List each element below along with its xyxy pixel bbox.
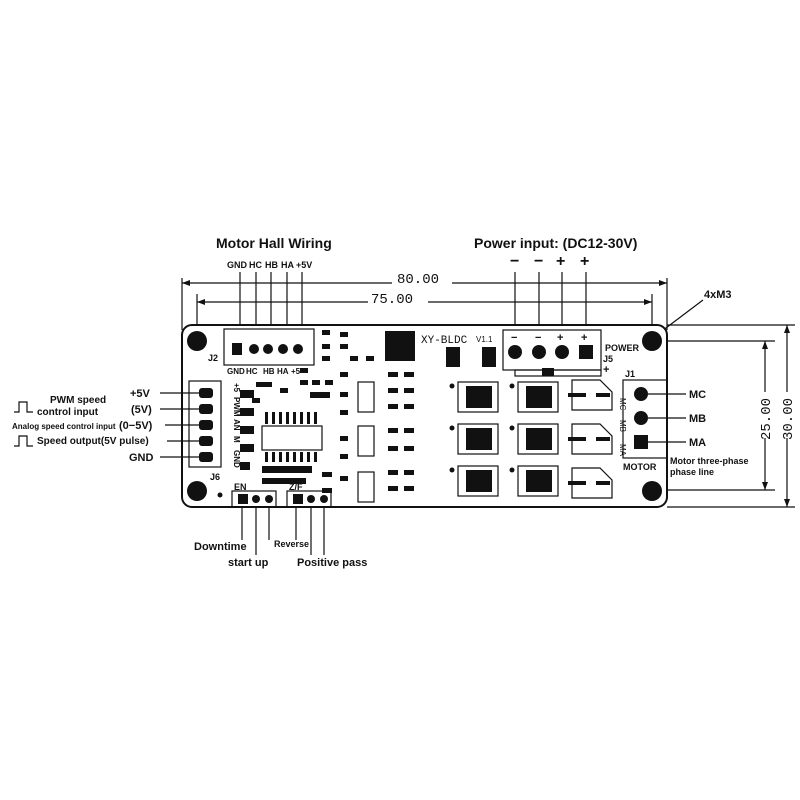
- power-pin-labels: − − + +: [510, 253, 589, 270]
- control-pin-pwm: (5V): [131, 404, 152, 416]
- hall-board-gnd: GND: [227, 367, 245, 376]
- motor-caption-line1: Motor three-phase: [670, 456, 749, 466]
- power-connector-j5: − − + + POWER J5: [502, 329, 640, 371]
- power-board-sign-2: −: [535, 332, 541, 344]
- pwm-pulse-icon: [14, 401, 33, 413]
- board-model: XY-BLDC: [421, 335, 468, 347]
- motor-phase-ma: MA: [689, 437, 706, 449]
- dimension-width-inner: 75.00: [196, 290, 653, 330]
- downtime-label: Downtime: [194, 541, 247, 553]
- dimension-25: 25.00: [759, 398, 775, 440]
- motor-board-label: MOTOR: [623, 462, 657, 472]
- control-pin-5v: +5V: [130, 388, 151, 400]
- svg-text:+: +: [603, 364, 609, 376]
- mounting-hole-tr: [642, 331, 662, 351]
- mounting-holes: [187, 331, 662, 501]
- control-board-an: AN: [232, 419, 241, 431]
- power-board-label: POWER: [605, 343, 640, 353]
- mounting-holes-label: 4xM3: [704, 289, 732, 301]
- en-label: EN: [234, 482, 247, 492]
- motor-caption-line2: phase line: [670, 467, 714, 477]
- reverse-label: Reverse: [274, 539, 309, 549]
- control-wires: [160, 392, 199, 458]
- hall-pin-hb: HB: [265, 260, 278, 270]
- control-board-5: +5: [232, 383, 241, 393]
- hall-pin-hc: HC: [249, 260, 262, 270]
- pwm-label-line1: PWM speed: [50, 395, 106, 406]
- dimension-width-outer: 80.00: [181, 270, 668, 330]
- control-pin-analog: (0−5V): [119, 420, 153, 432]
- control-board-m: M: [232, 436, 241, 443]
- control-connector-label: J6: [210, 472, 220, 482]
- hall-board-ha: HA: [277, 367, 289, 376]
- dimension-height-outer: 30.00: [667, 324, 797, 508]
- control-board-gnd: GND: [232, 450, 241, 468]
- motor-connector-j1: J1 MOTOR MC MB MA: [618, 369, 668, 472]
- motor-connector-label: J1: [625, 369, 635, 379]
- power-pin-1: −: [510, 253, 519, 270]
- mounting-hole-bl: [187, 481, 207, 501]
- dimension-75: 75.00: [371, 292, 413, 308]
- power-pin-2: −: [534, 253, 543, 270]
- mounting-hole-br: [642, 481, 662, 501]
- power-pin-4: +: [580, 253, 589, 270]
- motor-board-mb: MB: [618, 420, 627, 432]
- power-board-sign-4: +: [581, 332, 587, 344]
- power-connector-label: J5: [603, 354, 613, 364]
- control-board-pwm: PWM: [232, 397, 241, 417]
- power-pin-3: +: [556, 253, 565, 270]
- zf-jumper: Z/F: [286, 482, 332, 508]
- mounting-hole-tl: [187, 331, 207, 351]
- hall-board-hb: HB: [263, 367, 275, 376]
- control-pin-gnd: GND: [129, 452, 154, 464]
- motor-phase-mc: MC: [689, 389, 706, 401]
- board-version: V1.1: [476, 335, 493, 344]
- control-connector-j6: J6 +5 PWM AN M GND: [188, 380, 241, 498]
- dimension-height-inner: 25.00: [660, 340, 775, 491]
- motor-phase-mb: MB: [689, 413, 706, 425]
- hall-connector-j2: J2 GND HC HB HA +5: [208, 328, 315, 376]
- motor-board-ma: MA: [618, 444, 627, 457]
- bottom-wires: [241, 507, 325, 555]
- hall-pin-5v: +5V: [296, 260, 312, 270]
- power-board-sign-3: +: [557, 332, 563, 344]
- power-board-sign-1: −: [511, 332, 517, 344]
- hall-pin-ha: HA: [281, 260, 294, 270]
- start-up-label: start up: [228, 557, 269, 569]
- hall-wiring-title: Motor Hall Wiring: [216, 235, 332, 251]
- pwm-label-line2: control input: [37, 407, 99, 418]
- speed-output-pulse-icon: [14, 435, 33, 447]
- speed-output-label: Speed output(5V pulse): [37, 436, 149, 447]
- board-name: XY-BLDC V1.1: [385, 331, 496, 367]
- dimension-80: 80.00: [397, 272, 439, 288]
- zf-label: Z/F: [289, 482, 303, 492]
- positive-pass-label: Positive pass: [297, 557, 367, 569]
- hall-connector-label: J2: [208, 353, 218, 363]
- dimension-30: 30.00: [781, 398, 797, 440]
- en-jumper: EN: [231, 482, 277, 508]
- power-input-title: Power input: (DC12-30V): [474, 235, 637, 251]
- motor-board-mc: MC: [618, 398, 627, 411]
- hall-pin-labels: GND HC HB HA +5V: [227, 260, 312, 270]
- hall-board-hc: HC: [246, 367, 258, 376]
- hall-board-5: +5: [291, 367, 301, 376]
- motor-wires: [648, 393, 686, 443]
- hall-pin-gnd: GND: [227, 260, 248, 270]
- analog-label: Analog speed control input: [12, 422, 116, 431]
